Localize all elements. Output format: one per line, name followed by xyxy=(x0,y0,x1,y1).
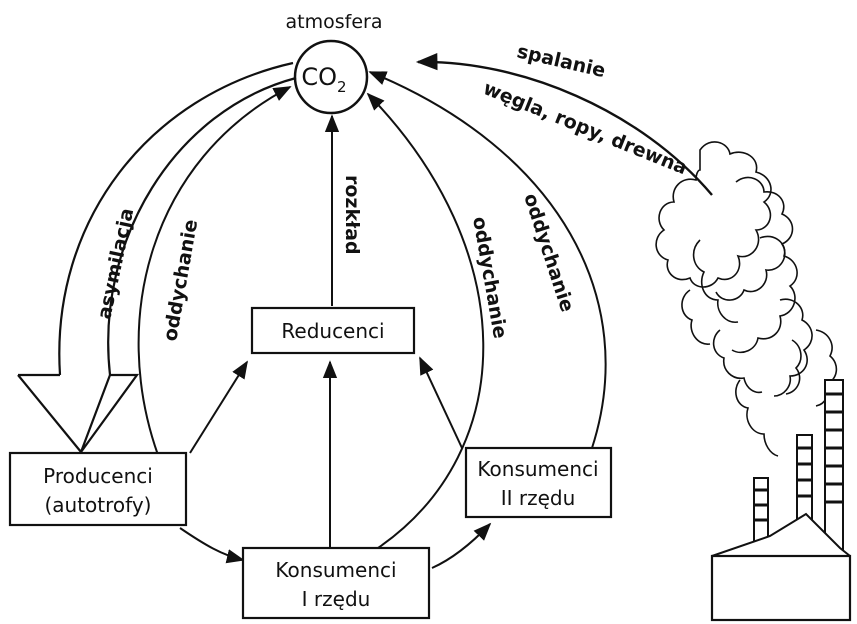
combustion-label-line2: węgla, ropy, drewna xyxy=(480,77,690,179)
factory-illustration xyxy=(655,141,852,622)
consumers1-label-line2: I rzędu xyxy=(302,587,371,611)
combustion-label-line1: spalanie xyxy=(515,40,608,82)
producers-to-consumers1-arrow xyxy=(179,527,245,564)
chimney-bands xyxy=(754,392,843,522)
producers-node: Producenci (autotrofy) xyxy=(8,451,188,527)
consumers2-box xyxy=(464,446,613,519)
co2-subscript: 2 xyxy=(337,78,347,96)
chimney-tall xyxy=(824,379,844,561)
reducers-node: Reducenci xyxy=(250,306,416,355)
combustion-arrow xyxy=(415,52,713,196)
consumers1-to-consumers2-arrow xyxy=(431,522,492,569)
smoke-clouds xyxy=(655,141,838,457)
producers-box xyxy=(8,451,188,527)
respiration-consumers1-arrow xyxy=(366,92,485,549)
consumers2-label-line2: II rzędu xyxy=(501,486,576,510)
reducers-box xyxy=(250,306,416,355)
consumers2-to-reducers-arrow xyxy=(419,356,463,449)
respiration-consumers2-label: oddychanie xyxy=(519,191,578,315)
atmosphere-label: atmosfera xyxy=(286,11,383,33)
consumers2-node: Konsumenci II rzędu xyxy=(464,446,613,519)
co2-label: CO2 xyxy=(301,63,346,96)
consumers1-label-line1: Konsumenci xyxy=(275,558,396,582)
co2-node: CO2 xyxy=(293,39,369,115)
factory-roof xyxy=(711,512,851,557)
respiration-consumers2-arrow xyxy=(368,71,607,449)
producers-to-reducers-arrow xyxy=(189,360,248,454)
assimilation-arrow xyxy=(17,61,297,453)
reducers-label: Reducenci xyxy=(281,319,384,343)
co2-circle xyxy=(293,39,369,115)
producers-label-line2: (autotrofy) xyxy=(44,493,151,517)
respiration-producers-arrow xyxy=(137,86,292,456)
respiration-producers-label: oddychanie xyxy=(159,218,202,343)
consumers1-box xyxy=(241,546,431,620)
assimilation-label: asymilacja xyxy=(93,206,138,321)
producers-label-line1: Producenci xyxy=(43,464,153,488)
decomposition-label: rozkład xyxy=(341,175,363,255)
consumers2-label-line1: Konsumenci xyxy=(477,457,598,481)
consumers1-node: Konsumenci I rzędu xyxy=(241,546,431,620)
factory-building xyxy=(710,554,852,622)
